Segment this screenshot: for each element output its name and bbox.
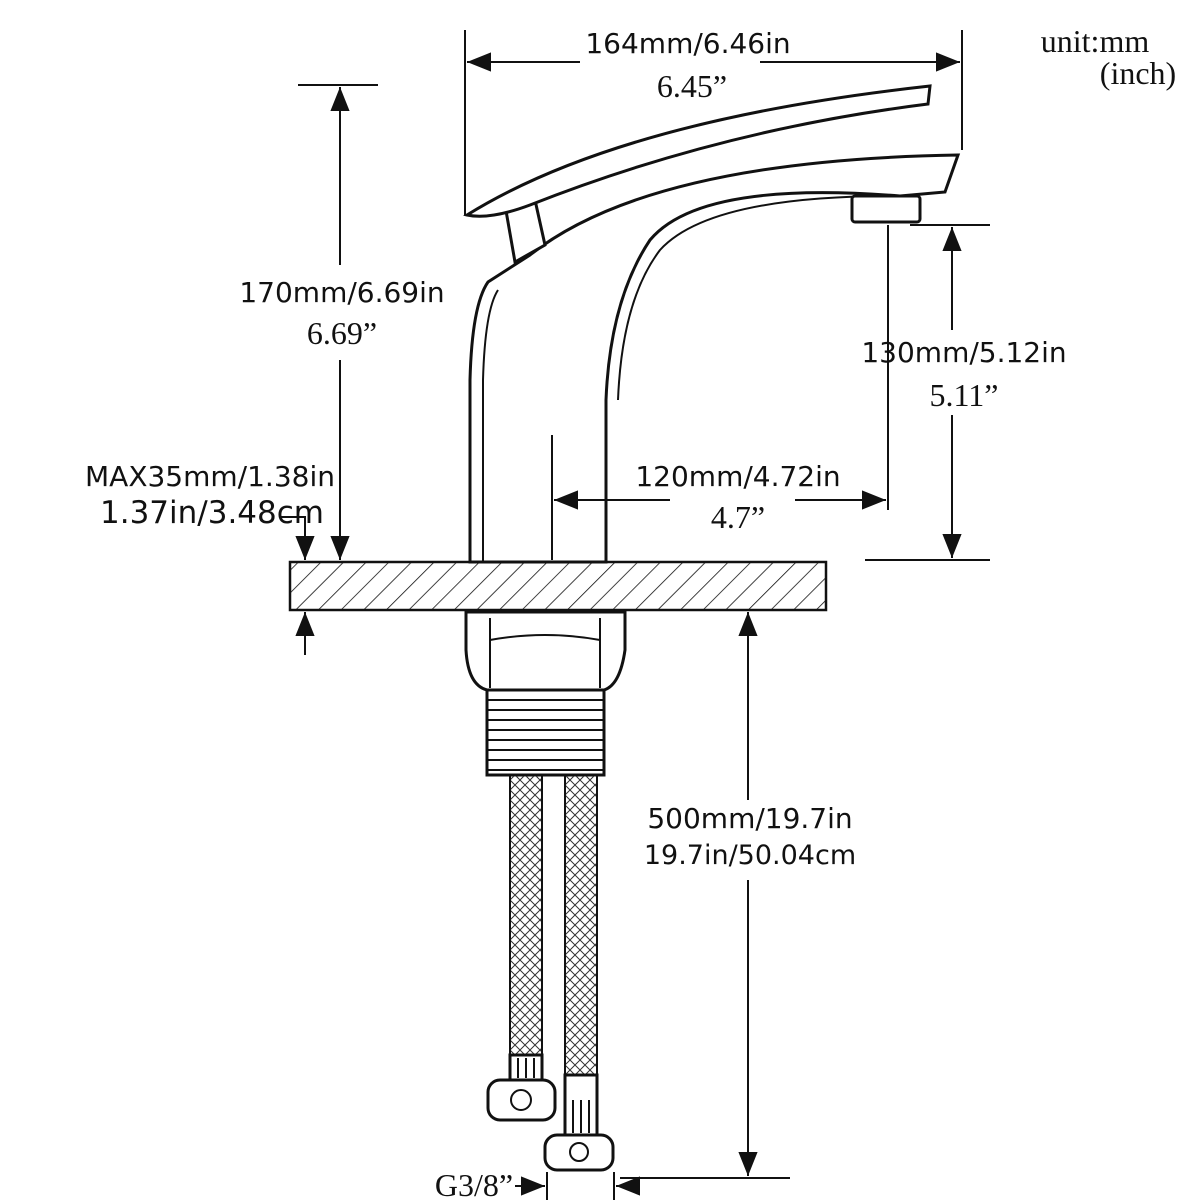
svg-text:MAX35mm/1.38in: MAX35mm/1.38in [85,460,335,493]
unit-label: unit:mm [1041,23,1150,59]
svg-text:170mm/6.69in: 170mm/6.69in [239,276,444,309]
dimension-reach: 120mm/4.72in 4.7” [551,225,889,560]
dimension-spout-length: 164mm/6.46in 6.45” [464,27,963,215]
aerator [850,194,922,224]
hose-connector-nut [486,1078,557,1122]
svg-text:6.45”: 6.45” [657,68,727,104]
dimension-spout-clearance: 130mm/5.12in 5.11” [861,224,1067,561]
svg-text:G3/8”: G3/8” [435,1167,513,1200]
svg-text:5.11”: 5.11” [929,377,998,413]
hose-connector-nut [543,1133,615,1172]
svg-text:130mm/5.12in: 130mm/5.12in [861,336,1066,369]
dimension-hose-length: 500mm/19.7in 19.7in/50.04cm [620,612,856,1179]
svg-text:120mm/4.72in: 120mm/4.72in [635,460,840,493]
threaded-shank [485,688,606,777]
faucet-body [468,153,961,564]
svg-text:1.37in/3.48cm: 1.37in/3.48cm [100,495,324,531]
dimension-deck-thickness: MAX35mm/1.38in 1.37in/3.48cm [85,460,335,655]
mounting-nut [464,610,627,692]
dimension-height: 170mm/6.69in 6.69” [239,84,445,560]
unit-label-inch: (inch) [1100,55,1176,91]
dimension-connector-thread: G3/8” [435,1167,640,1200]
svg-text:19.7in/50.04cm: 19.7in/50.04cm [644,840,856,871]
handle-lever [463,84,932,265]
supply-hoses [486,774,615,1172]
svg-text:500mm/19.7in: 500mm/19.7in [647,802,852,835]
svg-text:4.7”: 4.7” [711,499,765,535]
countertop-section [288,560,828,612]
svg-text:164mm/6.46in: 164mm/6.46in [585,27,790,60]
svg-text:6.69”: 6.69” [307,315,377,351]
